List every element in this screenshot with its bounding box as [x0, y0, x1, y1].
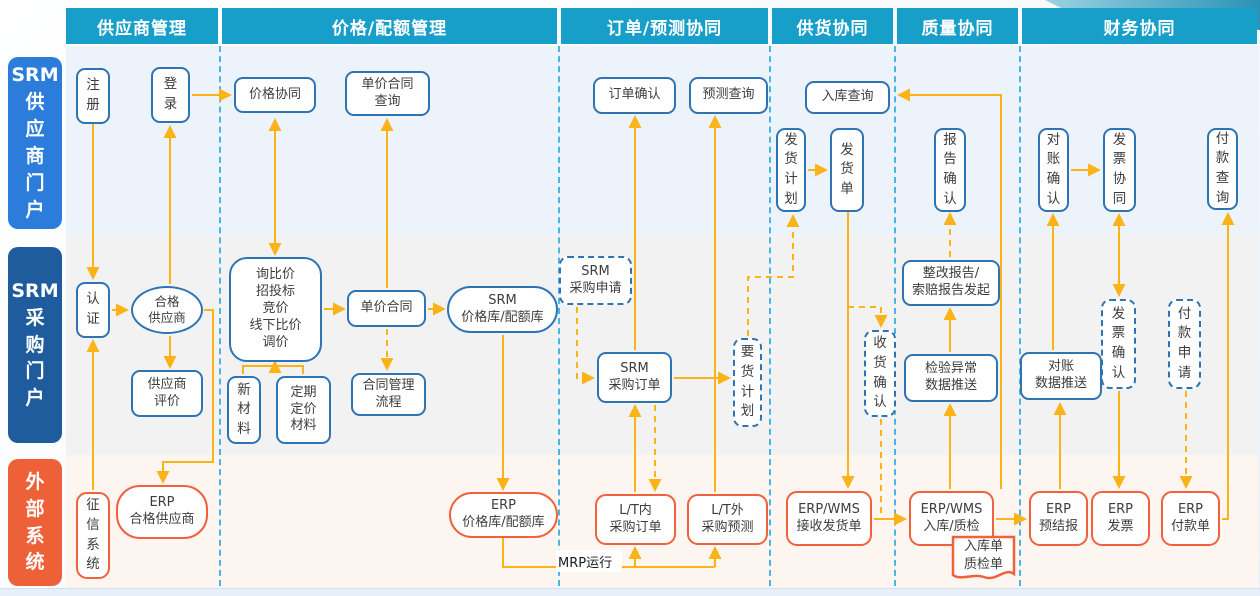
node-inbound-qc-doc: 入库单 质检单: [951, 535, 1016, 583]
node-srm-purchase-order: SRM 采购订单: [597, 352, 672, 403]
node-register: 注 册: [76, 68, 110, 124]
header-price-quota-management: 价格/配额管理: [222, 8, 557, 44]
node-erp-pre-settlement: ERP 预结报: [1029, 491, 1088, 546]
node-price-collaboration: 价格协同: [234, 77, 316, 113]
node-unit-price-contract: 单价合同: [347, 290, 426, 327]
node-inbound-query: 入库查询: [805, 81, 890, 114]
node-reconcile-confirm: 对 账 确 认: [1038, 128, 1069, 212]
node-certify: 认 证: [76, 282, 110, 338]
header-order-forecast-collab: 订单/预测协同: [561, 8, 768, 44]
node-erp-wms-receive-shipping-note: ERP/WMS 接收发货单: [786, 491, 872, 546]
node-invoice-confirm: 发 票 确 认: [1101, 299, 1136, 389]
node-new-material: 新 材 料: [227, 376, 261, 444]
node-lt-out-purchase-forecast: L/T外 采购预测: [687, 494, 768, 545]
header-finance-collab: 财务协同: [1022, 8, 1257, 44]
node-invoice-collaboration: 发 票 协 同: [1103, 128, 1136, 212]
label-mrp-run: MRP运行: [556, 550, 622, 572]
lane-label-srm-supplier-portal: SRM 供 应 商 门 户: [8, 57, 62, 229]
column-separator: [1019, 46, 1021, 586]
node-shipping-plan: 发 货 计 划: [776, 128, 806, 212]
node-qualified-supplier: 合格 供应商: [131, 286, 203, 334]
node-delivery-demand-plan: 要 货 计 划: [733, 338, 762, 427]
node-erp-invoice: ERP 发票: [1091, 491, 1150, 546]
node-credit-system: 征 信 系 统: [76, 492, 110, 579]
node-erp-qualified-supplier: ERP 合格供应商: [116, 485, 208, 539]
document-label: 入库单 质检单: [963, 539, 1003, 572]
node-receipt-confirm: 收 货 确 认: [864, 330, 896, 417]
slide-bottom-edge: [0, 588, 1260, 596]
node-order-confirm: 订单确认: [593, 77, 676, 114]
node-erp-price-quota-lib: ERP 价格库/配额库: [449, 492, 558, 538]
node-unit-price-contract-query: 单价合同 查询: [345, 71, 430, 116]
header-quality-collab: 质量协同: [897, 8, 1018, 44]
column-separator: [894, 46, 896, 586]
column-separator: [558, 46, 560, 586]
node-rectification-claim-report: 整改报告/ 索赔报告发起: [902, 260, 1000, 306]
node-inspection-exception-push: 检验异常 数据推送: [904, 354, 998, 402]
node-login: 登 录: [151, 67, 190, 123]
header-supplier-management: 供应商管理: [66, 8, 218, 44]
node-srm-purchase-request: SRM 采购申请: [559, 256, 632, 305]
node-forecast-query: 预测查询: [689, 77, 768, 114]
column-separator: [219, 46, 221, 586]
node-periodic-priced-material: 定期 定价 材料: [276, 376, 331, 444]
document-shape: [951, 535, 1016, 580]
node-srm-price-quota-lib: SRM 价格库/配额库: [447, 286, 558, 333]
lane-label-external-system: 外 部 系 统: [8, 459, 62, 586]
node-shipping-note: 发 货 单: [830, 128, 864, 212]
node-payment-request: 付 款 申 请: [1168, 299, 1201, 389]
node-report-confirm: 报 告 确 认: [934, 128, 966, 212]
node-contract-mgmt-flow: 合同管理 流程: [351, 373, 426, 416]
node-supplier-evaluation: 供应商 评价: [131, 370, 203, 417]
column-separator: [769, 46, 771, 586]
lane-label-srm-purchase-portal: SRM 采 购 门 户: [8, 247, 62, 443]
node-erp-payment-note: ERP 付款单: [1161, 491, 1220, 546]
header-supply-collab: 供货协同: [772, 8, 893, 44]
node-payment-query: 付 款 查 询: [1207, 128, 1238, 210]
node-lt-in-purchase-order: L/T内 采购订单: [595, 494, 676, 545]
node-reconcile-data-push: 对账 数据推送: [1020, 352, 1102, 400]
node-sourcing-methods: 询比价 招投标 竞价 线下比价 调价: [229, 257, 322, 362]
lane-bg-supplier-portal: [66, 46, 1258, 235]
